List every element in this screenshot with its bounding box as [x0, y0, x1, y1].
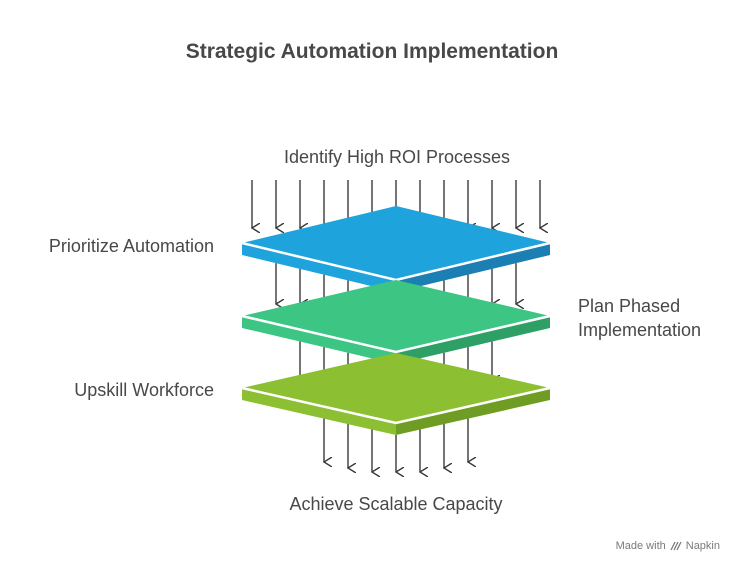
- output-label: Achieve Scalable Capacity: [289, 494, 503, 514]
- input-label: Identify High ROI Processes: [283, 147, 511, 167]
- plate-top-face: [242, 353, 550, 423]
- layer-upskill-plate: [241, 353, 551, 435]
- napkin-watermark: Made with Napkin: [616, 540, 720, 552]
- watermark-prefix: Made with: [615, 540, 666, 552]
- plate-top-face: [242, 206, 550, 280]
- diagram-title: Strategic Automation Implementation: [185, 40, 559, 63]
- layer-plan-plate: [241, 280, 551, 364]
- layer-prioritize-plate: [241, 206, 551, 292]
- plate-highlight: [241, 386, 551, 425]
- plate-right-edge: [396, 316, 550, 364]
- plate-top-face: [242, 280, 550, 352]
- plate-right-edge: [396, 243, 550, 292]
- layer-label-prioritize: Prioritize Automation: [48, 236, 214, 256]
- arrows-output: [324, 418, 468, 472]
- layer-label-upskill: Upskill Workforce: [74, 380, 214, 400]
- plate-left-edge: [242, 388, 396, 435]
- plate-right-edge: [396, 388, 550, 435]
- plate-left-edge: [242, 316, 396, 364]
- watermark-brand: Napkin: [685, 540, 720, 552]
- plate-left-edge: [242, 243, 396, 292]
- layer-label-plan: Plan Phased Implementation: [578, 296, 702, 340]
- plate-highlight: [241, 314, 551, 354]
- napkin-logo-icon: [670, 541, 682, 551]
